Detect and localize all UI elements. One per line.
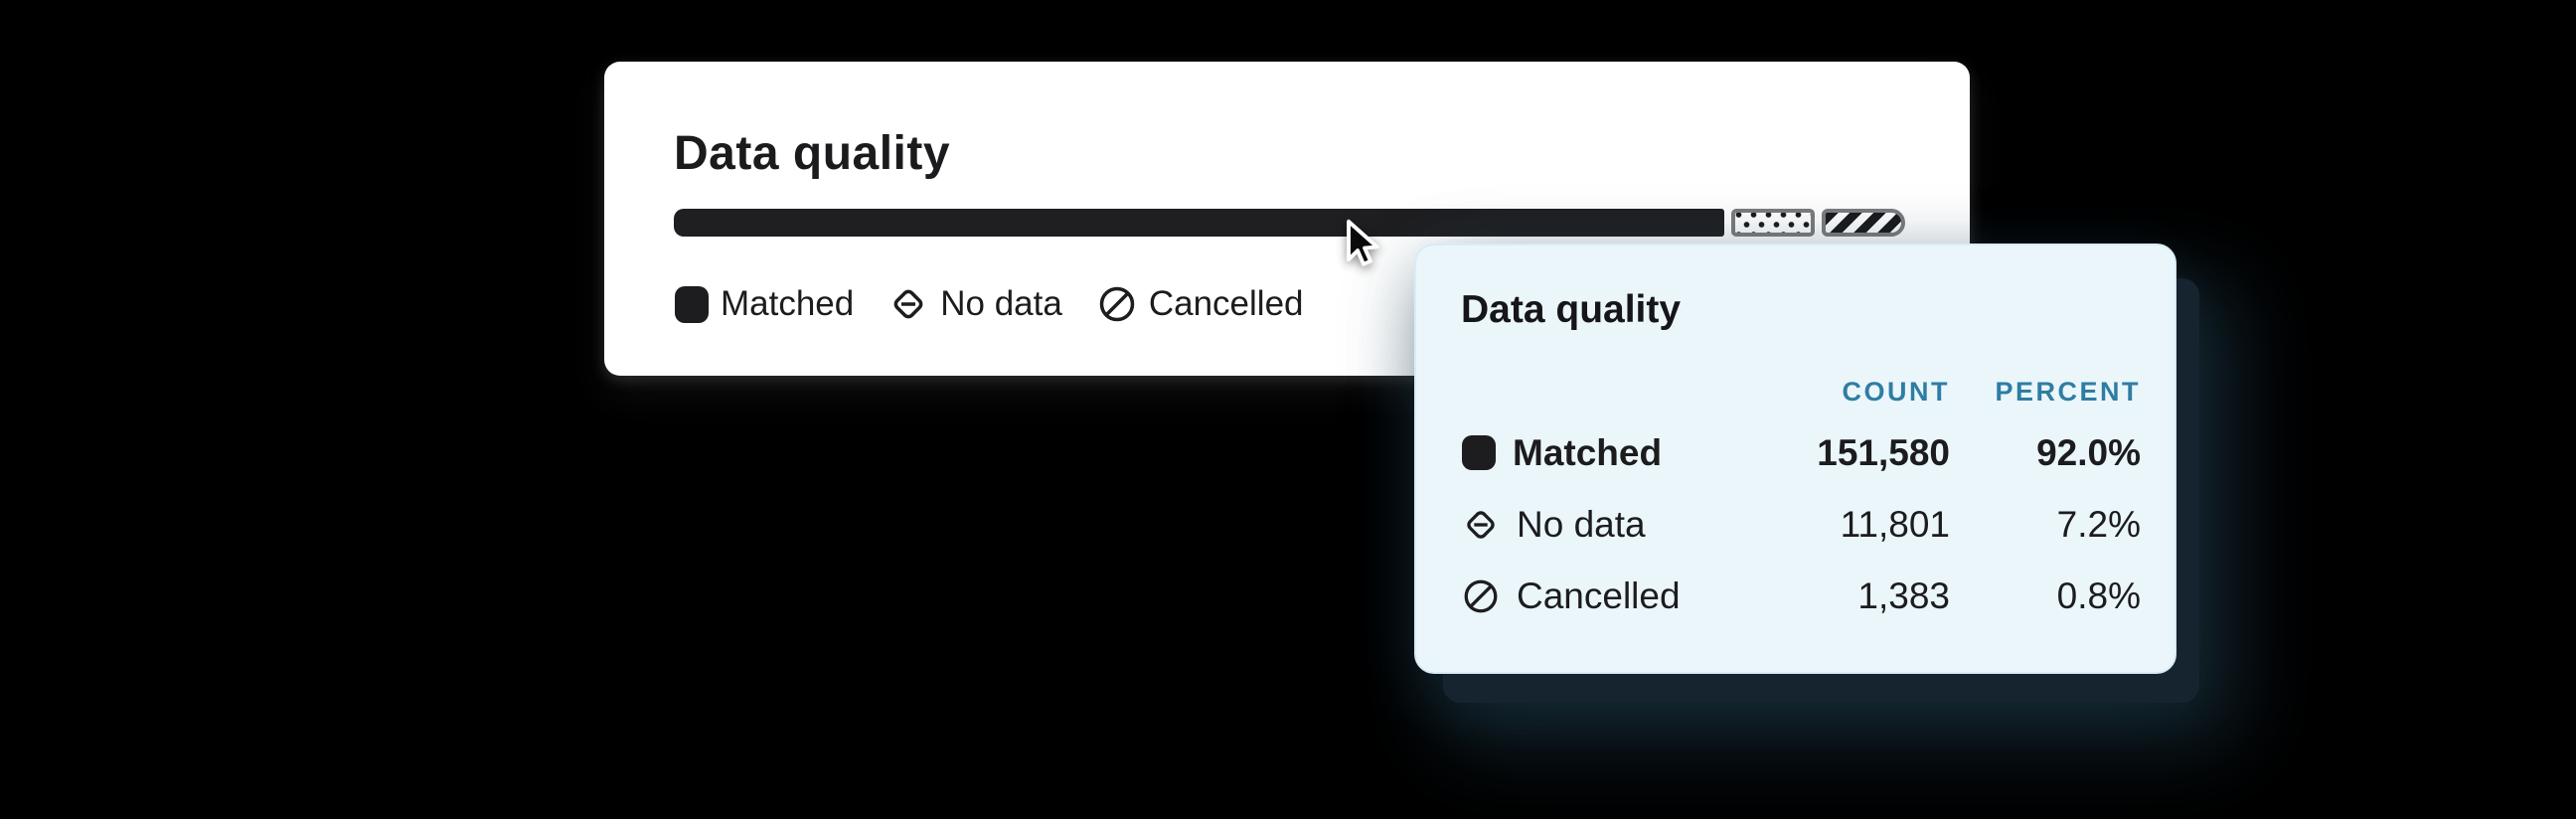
legend-label: Cancelled — [1148, 284, 1304, 324]
legend-label: No data — [940, 284, 1062, 324]
data-quality-card: Data quality Matched No data — [604, 62, 1970, 376]
row-count: 11,801 — [1840, 503, 1950, 545]
bar-segment-cancelled[interactable] — [1821, 209, 1905, 238]
row-count: 1,383 — [1857, 574, 1950, 616]
circle-slash-icon — [1461, 576, 1501, 616]
diamond-minus-icon — [1461, 505, 1501, 545]
diamond-minus-icon — [887, 283, 929, 325]
legend: Matched No data Cancelle — [674, 283, 1905, 325]
row-percent: 7.2% — [2056, 503, 2141, 545]
bar-segment-no-data[interactable] — [1730, 209, 1815, 238]
row-percent: 92.0% — [2036, 431, 2141, 473]
bar-segment-matched[interactable] — [674, 209, 1724, 238]
legend-item-no-data[interactable]: No data — [887, 283, 1062, 325]
circle-slash-icon — [1096, 283, 1138, 325]
column-header-percent: PERCENT — [1995, 376, 2141, 407]
row-percent: 0.8% — [2056, 574, 2141, 616]
legend-label: Matched — [721, 284, 855, 324]
table-row-label-no-data: No data — [1461, 504, 1706, 546]
card-title: Data quality — [674, 127, 951, 180]
square-filled-icon — [1461, 434, 1497, 471]
row-count: 151,580 — [1817, 431, 1950, 473]
data-quality-stacked-bar[interactable] — [674, 209, 1905, 238]
square-filled-icon — [674, 285, 710, 324]
table-row-label-cancelled: Cancelled — [1461, 575, 1706, 617]
legend-item-matched[interactable]: Matched — [674, 284, 854, 324]
table-row-label-matched: Matched — [1461, 432, 1706, 474]
tooltip-table: COUNT PERCENT Matched 151,580 92.0% — [1461, 334, 2141, 632]
data-quality-tooltip: Data quality COUNT PERCENT Matched 151,5… — [1414, 244, 2176, 674]
legend-item-cancelled[interactable]: Cancelled — [1096, 283, 1304, 325]
tooltip-title: Data quality — [1461, 288, 1682, 331]
column-header-count: COUNT — [1842, 376, 1950, 407]
